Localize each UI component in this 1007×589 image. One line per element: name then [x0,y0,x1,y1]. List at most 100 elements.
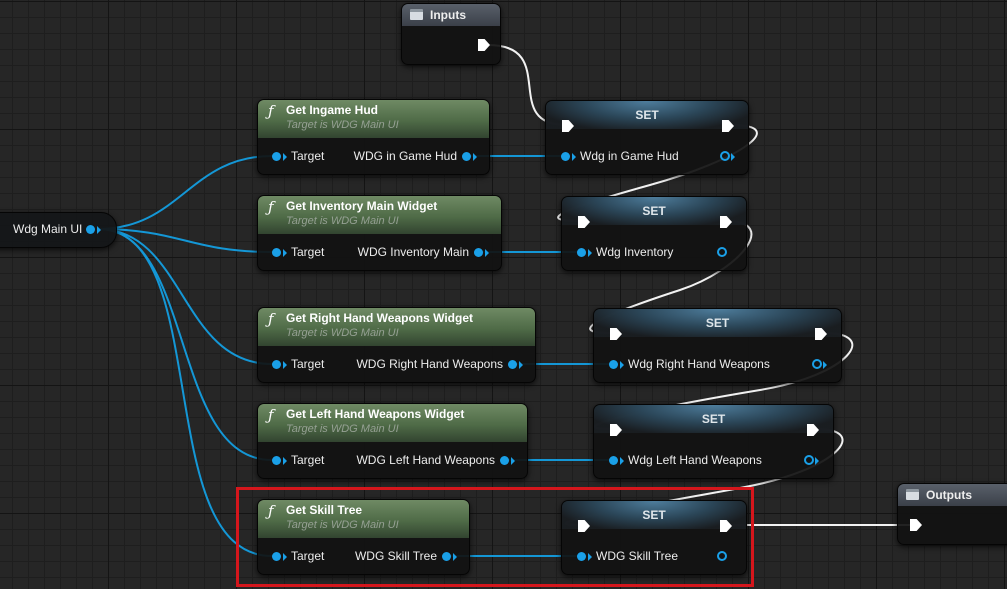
target-label: Target [291,245,325,259]
set-header: SET [562,501,746,529]
target-input-arrow [283,456,287,465]
function-icon: ƒ [268,198,274,216]
get-left-hand-weapons-widget-header: ƒ Get Left Hand Weapons Widget Target is… [258,404,527,442]
get-left-hand-weapons-widget-node[interactable]: ƒ Get Left Hand Weapons Widget Target is… [257,403,528,479]
node-subtitle: Target is WDG Main UI [286,423,399,435]
target-label: Target [291,357,325,371]
outputs-node[interactable]: Outputs [897,483,1007,545]
exec-in-pin[interactable] [562,120,574,132]
value-output-pin[interactable] [804,455,814,465]
node-subtitle: Target is WDG Main UI [286,327,399,339]
output-pin[interactable] [442,552,451,561]
target-input-arrow [283,360,287,369]
value-input-pin[interactable] [577,552,586,561]
exec-in-pin[interactable] [578,520,590,532]
inputs-node[interactable]: Inputs [401,3,501,65]
wire-target-ingame-hud [97,155,273,230]
exec-out-pin[interactable] [720,520,732,532]
inputs-title: Inputs [430,8,466,22]
output-pin[interactable] [508,360,517,369]
value-output-pin[interactable] [717,247,727,257]
set-wdg-inventory-node[interactable]: SET Wdg Inventory [561,196,747,271]
exec-out-pin[interactable] [807,424,819,436]
target-label: Target [291,149,325,163]
output-label: WDG Right Hand Weapons [356,357,503,371]
set-wdg-left-hand-weapons-node[interactable]: SET Wdg Left Hand Weapons [593,404,834,479]
value-input-pin[interactable] [609,360,618,369]
variable-label: WDG Skill Tree [596,549,679,563]
exec-in-pin[interactable] [578,216,590,228]
set-header: SET [546,101,748,129]
output-arrow [511,456,515,465]
output-arrow [519,360,523,369]
value-output-pin[interactable] [720,151,730,161]
inputs-exec-out-pin[interactable] [478,39,490,51]
value-input-arrow [620,456,624,465]
get-right-hand-weapons-widget-node[interactable]: ƒ Get Right Hand Weapons Widget Target i… [257,307,536,383]
value-input-pin[interactable] [609,456,618,465]
node-title: Get Left Hand Weapons Widget [286,407,465,421]
output-label: WDG Left Hand Weapons [356,453,495,467]
target-input-arrow [283,552,287,561]
target-input-pin[interactable] [272,360,281,369]
wdg-main-ui-label: Wdg Main UI [13,222,83,236]
highlight-box [236,487,754,587]
value-input-arrow [620,360,624,369]
variable-label: Wdg in Game Hud [580,149,679,163]
function-icon: ƒ [268,102,274,120]
value-input-arrow [588,552,592,561]
value-input-pin[interactable] [577,248,586,257]
exec-in-pin[interactable] [610,424,622,436]
wdg-main-ui-output-arrow [97,225,101,234]
value-input-arrow [572,152,576,161]
output-arrow [485,248,489,257]
set-wdg-in-game-hud-node[interactable]: SET Wdg in Game Hud [545,100,749,175]
outputs-header: Outputs [898,484,1007,506]
node-title: Get Inventory Main Widget [286,199,438,213]
get-ingame-hud-node[interactable]: ƒ Get Ingame Hud Target is WDG Main UI T… [257,99,490,175]
node-subtitle: Target is WDG Main UI [286,215,399,227]
set-wdg-skill-tree-node[interactable]: SET WDG Skill Tree [561,500,747,575]
variable-label: Wdg Right Hand Weapons [628,357,770,371]
exec-in-pin[interactable] [610,328,622,340]
target-label: Target [291,549,325,563]
output-label: WDG Inventory Main [357,245,469,259]
output-arrow [453,552,457,561]
exec-out-pin[interactable] [722,120,734,132]
outputs-exec-in-pin[interactable] [910,519,922,531]
target-input-pin[interactable] [272,248,281,257]
inputs-header: Inputs [402,4,500,26]
get-inventory-main-widget-node[interactable]: ƒ Get Inventory Main Widget Target is WD… [257,195,502,271]
output-pin[interactable] [474,248,483,257]
output-arrow [473,152,477,161]
wdg-main-ui-node[interactable]: Wdg Main UI [0,212,117,248]
wire-target-inventory [97,228,273,253]
target-input-arrow [283,248,287,257]
wire-target-left-hand [97,228,273,461]
node-title: Get Right Hand Weapons Widget [286,311,474,325]
target-input-arrow [283,152,287,161]
set-wdg-right-hand-weapons-node[interactable]: SET Wdg Right Hand Weapons [593,308,842,383]
output-pin[interactable] [500,456,509,465]
value-output-pin[interactable] [717,551,727,561]
function-icon: ƒ [268,310,274,328]
node-subtitle: Target is WDG Main UI [286,519,399,531]
node-subtitle: Target is WDG Main UI [286,119,399,131]
wdg-main-ui-output-pin[interactable] [86,225,95,234]
output-pin[interactable] [462,152,471,161]
exec-out-pin[interactable] [815,328,827,340]
value-output-pin[interactable] [812,359,822,369]
target-input-pin[interactable] [272,552,281,561]
value-input-arrow [588,248,592,257]
set-header: SET [562,197,746,225]
get-skill-tree-node[interactable]: ƒ Get Skill Tree Target is WDG Main UI T… [257,499,470,575]
function-icon: ƒ [268,406,274,424]
value-output-arrow [731,152,735,161]
value-input-pin[interactable] [561,152,570,161]
variable-label: Wdg Inventory [596,245,674,259]
exec-out-pin[interactable] [720,216,732,228]
target-input-pin[interactable] [272,456,281,465]
target-input-pin[interactable] [272,152,281,161]
function-icon: ƒ [268,502,274,520]
outputs-title: Outputs [926,488,972,502]
